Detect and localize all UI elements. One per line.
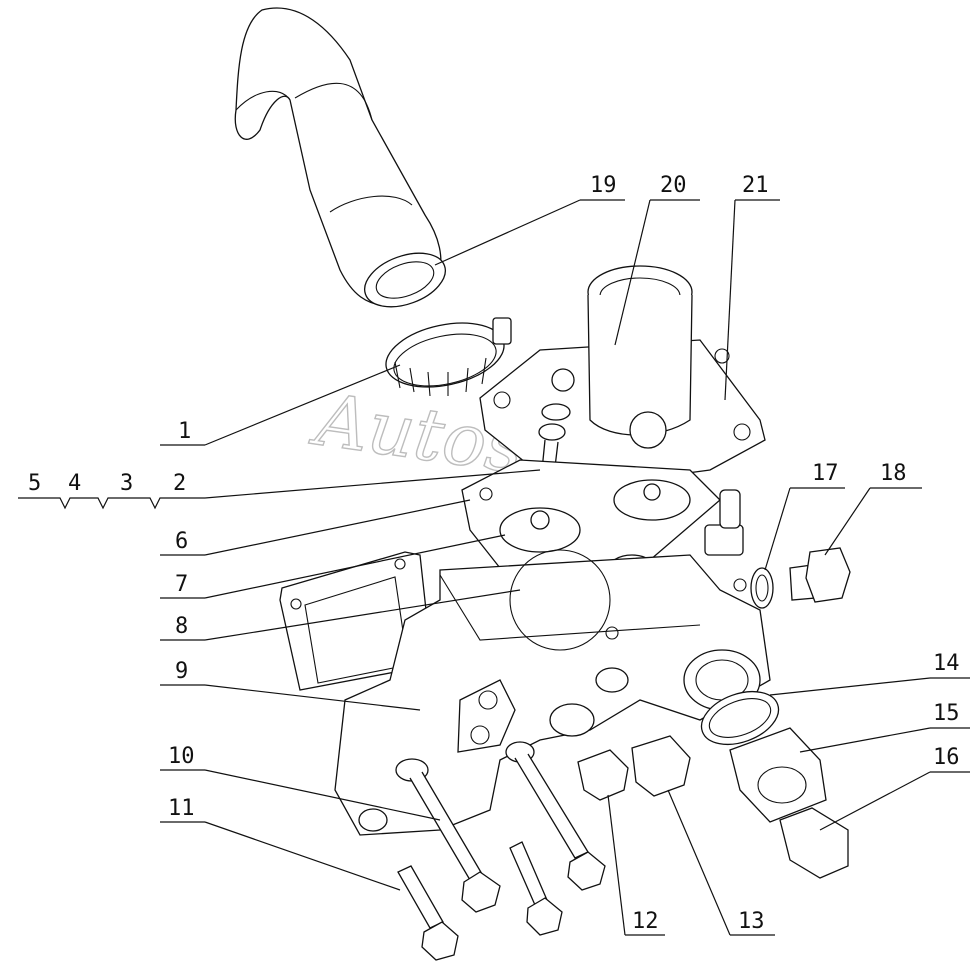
callout-14: 14	[933, 651, 960, 676]
callout-11: 11	[168, 796, 195, 821]
callout-6: 6	[175, 529, 188, 554]
hose-clamp-1	[385, 317, 512, 397]
callout-5: 5	[28, 471, 41, 496]
callout-10: 10	[168, 744, 195, 769]
callout-15: 15	[933, 701, 960, 726]
callout-4: 4	[68, 471, 81, 496]
callout-19: 19	[590, 173, 617, 198]
seal-plug-14-16	[700, 690, 849, 879]
callout-13: 13	[738, 909, 765, 934]
callout-12: 12	[632, 909, 659, 934]
gasket-6	[461, 459, 721, 569]
hose-19	[234, 7, 446, 308]
leader-lines	[18, 199, 970, 936]
thermostat-housing-9	[334, 549, 771, 836]
outlet-housing-20	[479, 265, 766, 491]
sensor-21	[704, 489, 744, 556]
callout-21: 21	[742, 173, 769, 198]
callout-18: 18	[880, 461, 907, 486]
callout-17: 17	[812, 461, 839, 486]
bolts-10-11	[395, 741, 606, 961]
callout-3: 3	[120, 471, 133, 496]
callout-8: 8	[175, 614, 188, 639]
callout-7: 7	[175, 572, 188, 597]
callout-20: 20	[660, 173, 687, 198]
callout-16: 16	[933, 745, 960, 770]
callout-labels: 1 2 3 4 5 6 7 8 9 10 11 12 13 14 15 16 1…	[28, 173, 960, 934]
washer-plug-17-18	[750, 547, 851, 609]
plugs-12-13	[577, 735, 691, 801]
callout-2: 2	[173, 471, 186, 496]
callout-9: 9	[175, 659, 188, 684]
callout-1: 1	[178, 419, 191, 444]
